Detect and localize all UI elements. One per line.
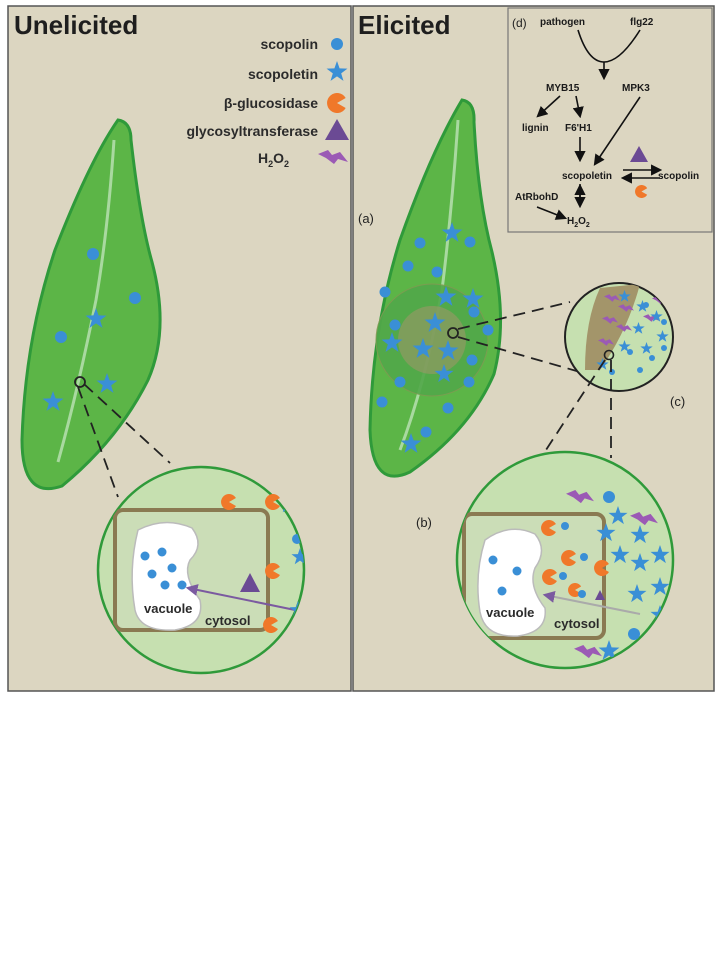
small-glycosyltransferase xyxy=(595,590,605,600)
left-panel-title: Unelicited xyxy=(14,10,138,40)
zoom-point-c xyxy=(447,327,459,339)
zoom-point xyxy=(74,376,86,388)
leaf xyxy=(20,118,162,491)
label-c: (c) xyxy=(670,394,685,409)
label-b: (b) xyxy=(416,515,432,530)
pathway-h2o2-label: H2O2 xyxy=(567,216,590,229)
label-a: (a) xyxy=(358,211,374,226)
myb15-label: MYB15 xyxy=(546,83,580,94)
legend-label-h2o2: H2O2 xyxy=(258,150,289,169)
pathway-scopoletin-label: scopoletin xyxy=(562,171,612,182)
elicited-transport-arrow xyxy=(542,590,641,615)
zoom-line xyxy=(77,386,119,498)
right-panel-title: Elicited xyxy=(358,10,450,40)
legend-label-scopoletin: scopoletin xyxy=(248,66,318,82)
circle-icon xyxy=(331,38,343,50)
lesion-area xyxy=(585,284,640,370)
legend-label-glucosidase: β-glucosidase xyxy=(224,95,318,111)
glycosyltransferase-triangle xyxy=(240,573,260,592)
zoom-line xyxy=(83,383,171,464)
mpk3-label: MPK3 xyxy=(622,83,650,94)
zoom-point-b xyxy=(603,349,615,361)
vacuole-label: vacuole xyxy=(144,601,192,616)
zoom-line xyxy=(457,301,571,330)
triangle-icon xyxy=(325,119,349,140)
transport-arrow xyxy=(185,584,296,611)
zoom-line xyxy=(541,359,606,457)
elicited-vacuole-label: vacuole xyxy=(486,605,534,620)
zoom-line xyxy=(457,336,581,373)
atrbohd-label: AtRbohD xyxy=(515,192,558,203)
flg22-label: flg22 xyxy=(630,17,654,28)
elicited-cytosol-label: cytosol xyxy=(554,616,600,631)
elicited-vacuole-scopolin-dots xyxy=(488,555,522,596)
cytosol-label: cytosol xyxy=(205,613,251,628)
lignin-label: lignin xyxy=(522,123,549,134)
legend: scopolin scopoletin β-glucosidase glycos… xyxy=(186,36,349,169)
pathway-diagram: (d) pathogen flg22 MYB15 MPK3 lignin F6'… xyxy=(512,16,699,229)
leaf-vein xyxy=(56,139,116,463)
pathway-glycosyltransferase-icon xyxy=(630,146,648,162)
label-d: (d) xyxy=(512,16,527,30)
vacuole xyxy=(131,521,202,631)
f6h1-label: F6'H1 xyxy=(565,123,592,134)
leaf-scopolin-dots xyxy=(55,248,141,343)
elicited-leaf-scopolin-dots xyxy=(376,236,494,438)
pathway-box xyxy=(507,7,713,233)
infection-zone xyxy=(398,306,466,374)
pathway-scopolin-label: scopolin xyxy=(658,171,699,182)
elicited-cytosol-scopolin-dots xyxy=(559,491,640,640)
vacuole-scopolin-dots xyxy=(140,547,187,590)
legend-label-glycosyltransferase: glycosyltransferase xyxy=(186,123,318,139)
pathogen-label: pathogen xyxy=(540,17,585,28)
legend-label-scopolin: scopolin xyxy=(260,36,318,52)
